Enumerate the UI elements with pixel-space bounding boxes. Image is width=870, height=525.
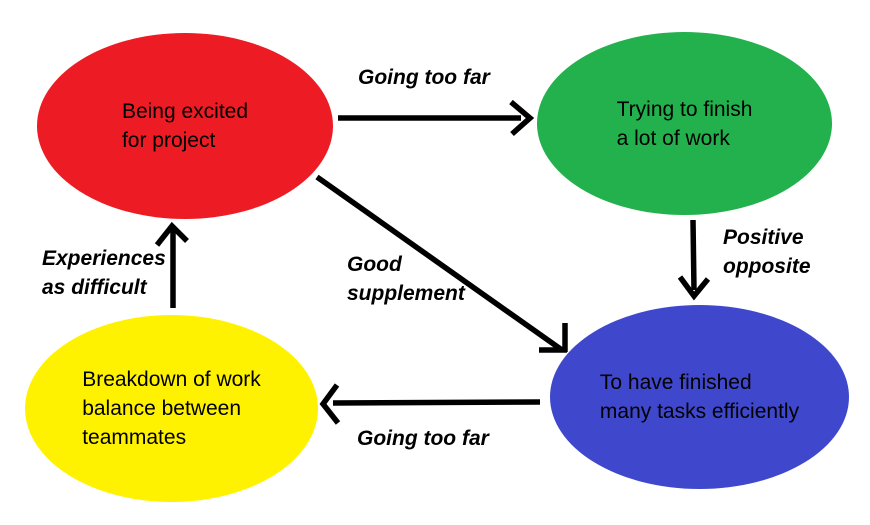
node-label: To have finished many tasks efficiently <box>599 371 800 423</box>
node-trying-to-finish-a-lot-of-work: Trying to finish a lot of work <box>537 32 832 215</box>
arrow-excited-to-finish <box>338 99 535 137</box>
edge-label-going-too-far-top: Going too far <box>358 66 490 89</box>
node-being-excited-for-project: Being excited for project <box>37 33 333 219</box>
node-to-have-finished-many-tasks-efficiently: To have finished many tasks efficiently <box>550 305 849 489</box>
node-breakdown-of-work-balance: Breakdown of work balance between teamma… <box>25 315 318 502</box>
arrow-shaft <box>690 219 697 291</box>
arrow-head <box>319 383 341 425</box>
arrow-finish-to-efficient <box>677 219 711 301</box>
arrow-shaft <box>332 399 541 406</box>
edge-label-going-too-far-bottom: Going too far <box>357 427 489 450</box>
arrow-head <box>677 275 711 301</box>
arrow-head <box>509 99 535 137</box>
edge-label-good-supplement: Good supplement <box>347 253 465 305</box>
node-label: Being excited for project <box>121 100 249 152</box>
arrow-efficient-to-breakdown <box>319 383 541 425</box>
node-label: Breakdown of work balance between teamma… <box>82 368 261 449</box>
arrow-head <box>154 221 189 247</box>
edge-label-experiences-as-difficult: Experiences as difficult <box>42 247 166 299</box>
node-label: Trying to finish a lot of work <box>616 97 753 150</box>
edge-label-positive-opposite: Positive opposite <box>723 226 811 278</box>
